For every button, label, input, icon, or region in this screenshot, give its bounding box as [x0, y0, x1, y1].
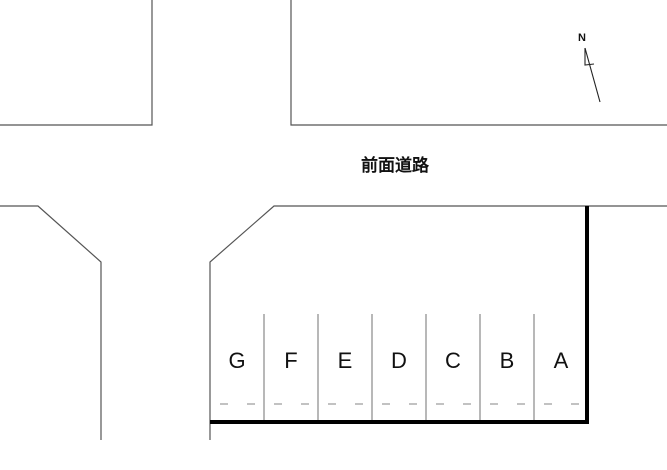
north-label: N — [578, 32, 586, 44]
lot-label-e[interactable]: E — [338, 348, 353, 373]
lot-label-c[interactable]: C — [445, 348, 461, 373]
lot-boundary — [209, 205, 667, 440]
block-top-left — [0, 0, 153, 126]
lot-label-g[interactable]: G — [228, 348, 245, 373]
road-label: 前面道路 — [361, 155, 430, 176]
parking-dividers — [263, 314, 535, 422]
north-arrow: N — [578, 32, 601, 103]
block-top-right — [290, 0, 667, 126]
lot-label-a[interactable]: A — [554, 348, 569, 373]
lot-label-f[interactable]: F — [284, 348, 297, 373]
block-bottom-left — [0, 205, 102, 440]
lot-label-b[interactable]: B — [500, 348, 515, 373]
lot-label-d[interactable]: D — [391, 348, 407, 373]
property-boundary-thick — [210, 206, 589, 424]
